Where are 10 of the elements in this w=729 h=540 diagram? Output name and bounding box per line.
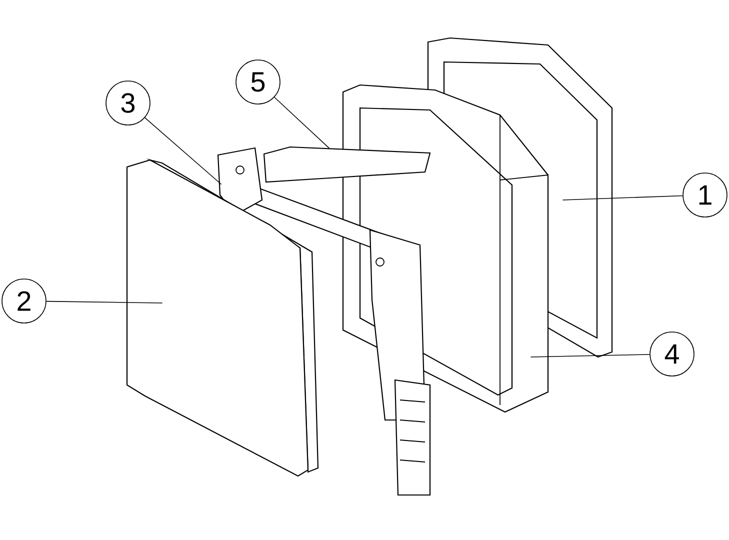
callout-number: 5 — [236, 60, 280, 104]
leader-line — [530, 354, 650, 358]
leader-line — [144, 117, 222, 185]
callout-number: 3 — [106, 80, 150, 126]
callout-number: 2 — [2, 278, 46, 324]
callout-number: 4 — [650, 332, 694, 376]
leader-line — [562, 195, 684, 200]
leader-line — [274, 96, 330, 149]
callout-number: 1 — [682, 172, 728, 218]
leader-line — [46, 300, 163, 304]
